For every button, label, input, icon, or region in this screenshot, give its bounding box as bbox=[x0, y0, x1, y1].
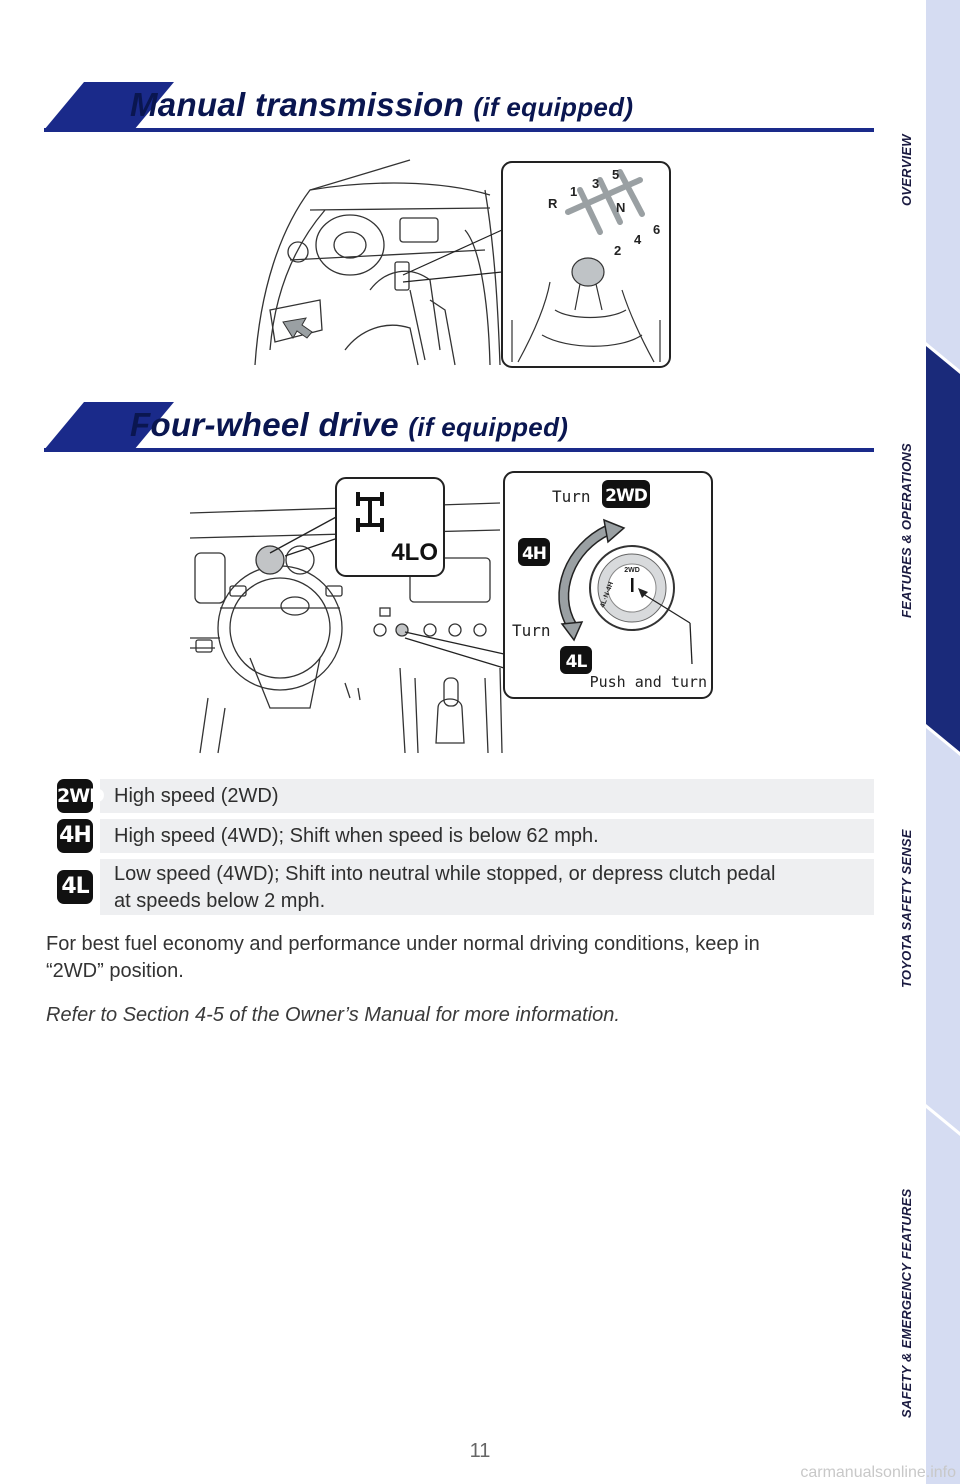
legend-text: High speed (2WD) bbox=[114, 785, 279, 807]
4lo-indicator-label: 4LO bbox=[391, 539, 438, 566]
tab-toyota-safety-sense[interactable]: TOYOTA SAFETY SENSE bbox=[899, 829, 914, 988]
leader-line bbox=[404, 637, 505, 669]
shift-knob-drawing bbox=[511, 257, 661, 363]
turn-label-bottom: Turn bbox=[512, 621, 551, 640]
legend-row-4l: Low speed (4WD); Shift into neutral whil… bbox=[100, 859, 874, 915]
legend-row-4h: High speed (4WD); Shift when speed is be… bbox=[100, 819, 874, 853]
section-title: Four-wheel drive (if equipped) bbox=[130, 406, 569, 443]
tab-overview[interactable]: OVERVIEW bbox=[899, 134, 914, 206]
leader-line bbox=[404, 631, 505, 655]
gear-label-2: 2 bbox=[614, 243, 621, 258]
pedal-arrow bbox=[282, 317, 313, 339]
watermark-text: carmanualsonline.info bbox=[800, 1464, 956, 1481]
gear-label-n: N bbox=[616, 200, 625, 215]
badge-2wd-text: 2WD bbox=[605, 486, 648, 506]
manual-transmission-illustration: R 1 3 5 N 2 4 6 bbox=[254, 159, 671, 368]
pointer-arrowhead bbox=[638, 588, 648, 598]
header-rule bbox=[44, 448, 874, 452]
header-accent-shape bbox=[44, 82, 174, 130]
header-rule bbox=[44, 128, 874, 132]
header-accent-shape bbox=[44, 402, 174, 450]
leader-line bbox=[689, 622, 693, 665]
4lo-indicator-inset: 4LO bbox=[335, 477, 445, 577]
gear-label-5: 5 bbox=[612, 167, 619, 182]
badge-4l-text: 4L bbox=[566, 652, 588, 672]
legend-badge-2wd: 2WD bbox=[57, 779, 105, 813]
4wd-drivetrain-icon bbox=[356, 492, 384, 532]
cabin-drawing bbox=[254, 159, 501, 366]
owners-manual-reference: Refer to Section 4-5 of the Owner’s Manu… bbox=[46, 1004, 620, 1026]
gear-label-6: 6 bbox=[653, 222, 660, 237]
leader-line bbox=[402, 271, 503, 283]
tab-bg-safety-sense[interactable] bbox=[926, 728, 960, 1132]
badge-4h-text: 4H bbox=[522, 544, 546, 564]
page-number: 11 bbox=[469, 1440, 491, 1462]
tab-bg-features[interactable] bbox=[926, 346, 960, 752]
tab-safety-emergency[interactable]: SAFETY & EMERGENCY FEATURES bbox=[899, 1188, 914, 1418]
leader-line bbox=[269, 515, 339, 554]
leader-line bbox=[284, 537, 339, 557]
badge-4l bbox=[560, 646, 592, 674]
transfer-dial-inset: Turn 2WD 4H Turn 4L 2WD 4L·N·4H Push and… bbox=[503, 471, 713, 699]
section-header-manual-transmission: Manual transmission (if equipped) bbox=[44, 82, 874, 132]
tab-features-operations[interactable]: FEATURES & OPERATIONS bbox=[899, 443, 914, 618]
gear-label-1: 1 bbox=[570, 184, 577, 199]
tab-bg-overview[interactable] bbox=[926, 0, 960, 370]
fuel-economy-paragraph: For best fuel economy and performance un… bbox=[46, 933, 760, 982]
shift-pattern-inset: R 1 3 5 N 2 4 6 bbox=[501, 161, 671, 368]
four-wheel-drive-illustration: 4LO Turn 2WD 4H Turn 4L 2WD 4L·N·4H Push… bbox=[189, 471, 713, 754]
push-and-turn-label: Push and turn bbox=[590, 673, 707, 691]
badge-2wd bbox=[602, 480, 650, 508]
gear-label-4: 4 bbox=[634, 232, 642, 247]
dial-pointer bbox=[631, 578, 634, 592]
section-header-four-wheel-drive: Four-wheel drive (if equipped) bbox=[44, 402, 874, 452]
rotation-arrowhead-bottom bbox=[560, 621, 584, 642]
legend-text: Low speed (4WD); Shift into neutral whil… bbox=[114, 863, 776, 912]
legend-badge-4h: 4H bbox=[57, 819, 93, 853]
rotation-arrowhead-top bbox=[603, 518, 626, 544]
tab-bg-emergency[interactable] bbox=[926, 1108, 960, 1484]
gear-label-r: R bbox=[548, 196, 558, 211]
section-title: Manual transmission (if equipped) bbox=[130, 86, 634, 123]
leader-line bbox=[639, 591, 691, 624]
leader-line bbox=[402, 229, 503, 276]
legend-row-2wd: High speed (2WD) bbox=[100, 779, 874, 813]
legend-badge-4l: 4L bbox=[57, 870, 93, 904]
badge-4h bbox=[518, 538, 550, 566]
dial-2wd-label: 2WD bbox=[624, 567, 640, 574]
legend-text: High speed (4WD); Shift when speed is be… bbox=[114, 825, 599, 847]
gear-pattern-arrows bbox=[565, 169, 645, 235]
rotation-arrow bbox=[559, 526, 610, 629]
gear-label-3: 3 bbox=[592, 176, 599, 191]
turn-label-top: Turn bbox=[552, 487, 591, 506]
section-tabs bbox=[926, 0, 960, 1484]
gear-labels: R 1 3 5 N 2 4 6 bbox=[548, 167, 660, 258]
